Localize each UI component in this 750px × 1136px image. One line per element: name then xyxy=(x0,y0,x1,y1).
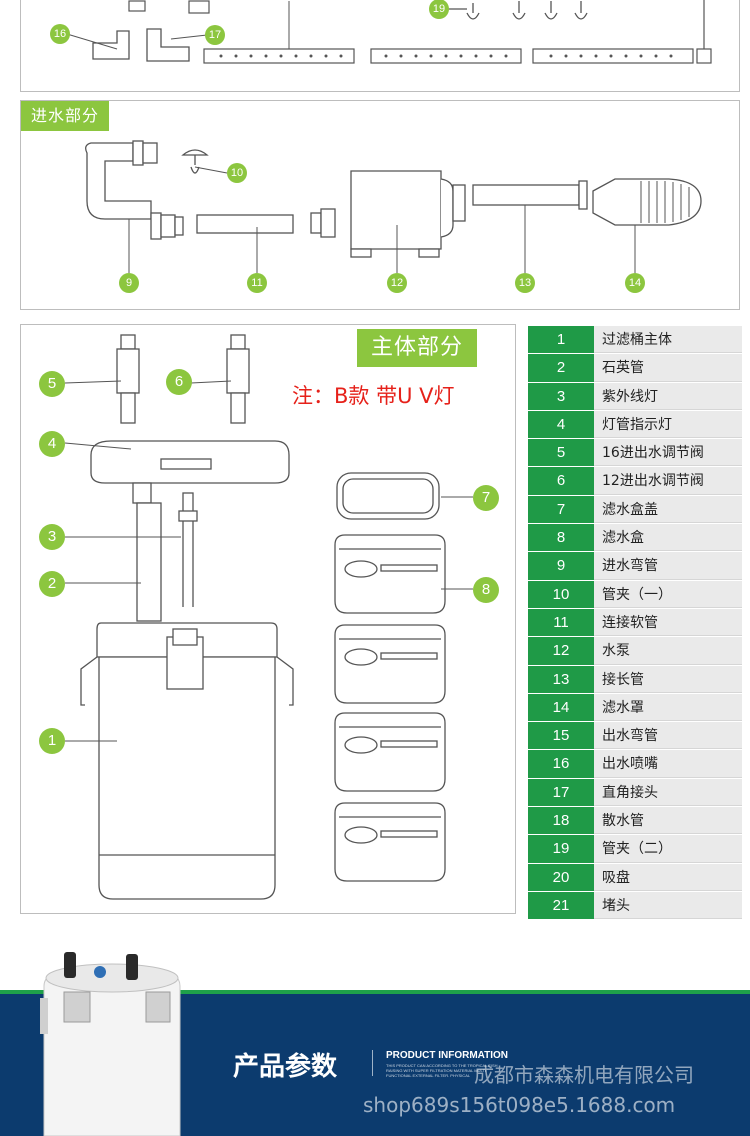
legend-part-number: 6 xyxy=(528,467,594,495)
legend-part-number: 12 xyxy=(528,637,594,665)
legend-part-name: 散水管 xyxy=(594,807,742,835)
legend-part-number: 8 xyxy=(528,524,594,552)
legend-part-name: 滤水盒 xyxy=(594,524,742,552)
legend-part-number: 14 xyxy=(528,693,594,722)
filter-canister-photo xyxy=(40,952,181,1136)
legend-part-name: 吸盘 xyxy=(594,863,742,891)
callout-1: 1 xyxy=(39,728,65,754)
legend-part-number: 4 xyxy=(528,410,594,439)
main-body-panel: 主体部分 xyxy=(20,324,516,914)
callout-7: 7 xyxy=(473,485,499,511)
legend-part-number: 1 xyxy=(528,326,594,354)
legend-part-name: 16进出水调节阀 xyxy=(594,439,742,467)
banner-divider xyxy=(372,1050,373,1076)
legend-part-name: 灯管指示灯 xyxy=(594,410,742,439)
legend-part-name: 堵头 xyxy=(594,891,742,920)
callout-2: 2 xyxy=(39,571,65,597)
inlet-section-title: 进水部分 xyxy=(21,101,110,131)
callout-13: 13 xyxy=(515,273,535,293)
inlet-parts-drawing xyxy=(85,140,702,273)
legend-part-name: 进水弯管 xyxy=(594,552,742,580)
legend-part-name: 滤水罩 xyxy=(594,693,742,722)
callout-11: 11 xyxy=(247,273,267,293)
banner-stripe xyxy=(0,990,750,994)
legend-part-name: 直角接头 xyxy=(594,778,742,807)
uv-model-note: 注：B款 带U V灯 xyxy=(292,384,455,408)
legend-part-number: 19 xyxy=(528,835,594,863)
legend-part-number: 5 xyxy=(528,439,594,467)
legend-part-name: 水泵 xyxy=(594,637,742,665)
outlet-parts-drawing xyxy=(66,0,712,64)
legend-part-number: 16 xyxy=(528,750,594,778)
callout-9: 9 xyxy=(119,273,139,293)
callout-10: 10 xyxy=(227,163,247,183)
main-section-title: 主体部分 xyxy=(357,329,478,367)
legend-part-number: 18 xyxy=(528,807,594,835)
legend-part-number: 17 xyxy=(528,778,594,807)
legend-part-name: 出水喷嘴 xyxy=(594,750,742,778)
legend-part-name: 过滤桶主体 xyxy=(594,326,742,354)
callout-6: 6 xyxy=(166,369,192,395)
banner-title: 产品参数 xyxy=(233,1052,338,1082)
legend-part-number: 21 xyxy=(528,891,594,920)
legend-part-name: 石英管 xyxy=(594,354,742,382)
legend-part-name: 接长管 xyxy=(594,665,742,693)
callout-14: 14 xyxy=(625,273,645,293)
main-body-drawing xyxy=(64,334,473,900)
outlet-parts-panel: 16 17 19 xyxy=(20,0,740,92)
legend-part-name: 紫外线灯 xyxy=(594,382,742,410)
legend-part-number: 2 xyxy=(528,354,594,382)
legend-part-name: 管夹（二） xyxy=(594,835,742,863)
legend-part-name: 12进出水调节阀 xyxy=(594,467,742,495)
callout-12: 12 xyxy=(387,273,407,293)
callout-17: 17 xyxy=(205,25,225,45)
callout-4: 4 xyxy=(39,431,65,457)
legend-part-name: 滤水盒盖 xyxy=(594,495,742,524)
legend-part-name: 管夹（一） xyxy=(594,580,742,608)
callout-5: 5 xyxy=(39,371,65,397)
legend-part-number: 13 xyxy=(528,665,594,693)
legend-part-number: 15 xyxy=(528,722,594,750)
banner-fine-print: THIS PRODUCT CAN ACCORDING TO THE TROPIC… xyxy=(386,1063,498,1078)
watermark-company: 成都市森森机电有限公司 xyxy=(474,1063,694,1087)
legend-part-number: 10 xyxy=(528,580,594,608)
inlet-parts-panel: 进水部分 xyxy=(20,100,740,310)
callout-19: 19 xyxy=(429,0,449,19)
banner-subtitle: PRODUCT INFORMATION xyxy=(386,1050,509,1061)
callout-16: 16 xyxy=(50,24,70,44)
legend-part-number: 20 xyxy=(528,863,594,891)
legend-part-number: 7 xyxy=(528,495,594,524)
legend-part-number: 9 xyxy=(528,552,594,580)
watermark-url: shop689s156t098e5.1688.com xyxy=(363,1093,676,1117)
callout-8: 8 xyxy=(473,577,499,603)
callout-3: 3 xyxy=(39,524,65,550)
legend-part-name: 连接软管 xyxy=(594,608,742,637)
legend-part-name: 出水弯管 xyxy=(594,722,742,750)
legend-part-number: 3 xyxy=(528,382,594,410)
legend-part-number: 11 xyxy=(528,608,594,637)
